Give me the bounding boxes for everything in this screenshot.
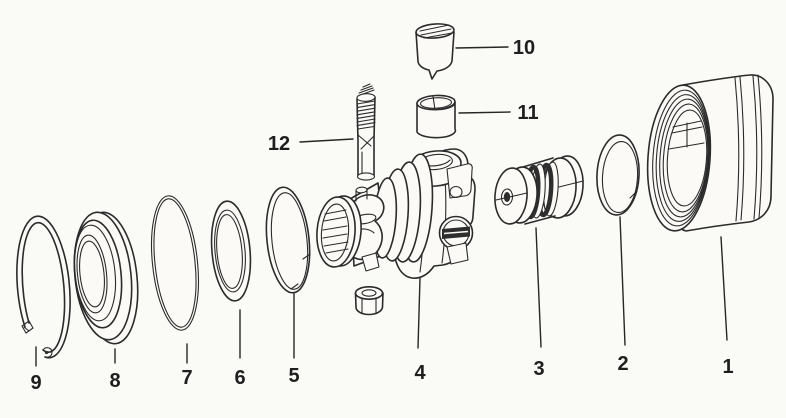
body-tab-hole [449,185,463,199]
snapring-end-tab [21,320,34,334]
leader-line-4 [417,277,421,349]
callout-label-7: 7 [181,367,192,389]
ring-inner [601,140,639,214]
body-pin-top [355,186,368,194]
part-10-poppet-plug [415,23,455,80]
stem-top-face [356,93,376,102]
ring-seam [629,190,638,199]
ring-inner [216,214,243,289]
seal-step-line [73,224,117,322]
nut-bore [361,289,377,297]
housing-groove [734,77,740,222]
stem-threads [356,100,376,130]
spool-silhouette-top [522,157,554,168]
part-11-sleeve [416,94,457,139]
part-5-large-band-ring [265,186,311,294]
seal-bore-line [79,240,105,308]
snapring-inner-arc [21,221,66,353]
callout-labels: 1 2 3 4 5 6 7 8 9 10 11 12 [30,37,733,394]
callout-label-4: 4 [414,362,426,384]
part-8-gland-seal [73,211,139,345]
housing-groove [757,74,763,219]
ring-seam [290,283,299,290]
part-1-outer-housing-cap [646,74,774,232]
stem-notch [357,134,375,150]
stem-side [356,98,359,178]
oring-outer [150,195,200,331]
snapring-end-dot [44,350,49,355]
housing-thread-line [662,103,709,213]
leader-line-11 [458,111,511,114]
callout-label-8: 8 [109,370,120,392]
spool-left-disc [494,167,528,225]
part-4-valve-body [316,148,476,279]
body-side-tab [446,163,473,199]
body-foot-right [446,242,469,265]
callout-label-10: 10 [513,37,535,59]
stem-coil [357,83,375,97]
spool-hole-rim [500,188,514,206]
leader-line-12 [299,138,354,143]
nut-top-face [354,285,384,300]
stem-side [373,96,376,177]
leader-line-10 [455,46,509,49]
stem-bottom-face [356,172,376,181]
hex-nut [354,285,384,316]
sleeve-split-line [432,95,436,111]
part-9-snap-ring [16,215,71,359]
poppet-top-slot-lines [419,24,453,39]
part-12-threaded-stem [356,83,376,181]
housing-inner-bore [666,109,708,207]
ring-seam [302,253,311,260]
part-7-o-ring [150,195,200,331]
callout-label-6: 6 [234,367,245,389]
screw-slot-slit [443,230,469,235]
callout-label-9: 9 [30,372,41,394]
spool-center-hole [503,192,511,202]
leader-lines [35,46,728,367]
socket-spline-ribs [322,209,349,254]
callout-label-1: 1 [722,356,733,378]
leader-line-1 [720,236,728,341]
housing-groove [739,76,745,221]
callout-label-5: 5 [288,365,299,387]
body-foot-left [361,252,380,272]
ring-rim-line [214,209,246,293]
sleeve-inner-rim [419,97,453,109]
spool-silhouette-bottom [524,215,556,225]
oring-inner [153,198,197,328]
housing-groove [752,75,758,220]
snapring-end-curl [42,347,53,358]
leader-line-2 [619,216,626,346]
part-6-seal-ring [210,200,252,302]
callout-label-12: 12 [268,133,290,155]
ring-inner [270,192,309,290]
part-2-band-ring [596,134,640,216]
part-3-spool-piston [494,155,584,225]
callout-label-3: 3 [533,358,544,380]
poppet-body [415,31,455,80]
leader-line-3 [535,227,542,348]
snapring-outer-arc [16,215,71,359]
callout-label-11: 11 [517,102,538,124]
callout-label-2: 2 [617,353,628,375]
